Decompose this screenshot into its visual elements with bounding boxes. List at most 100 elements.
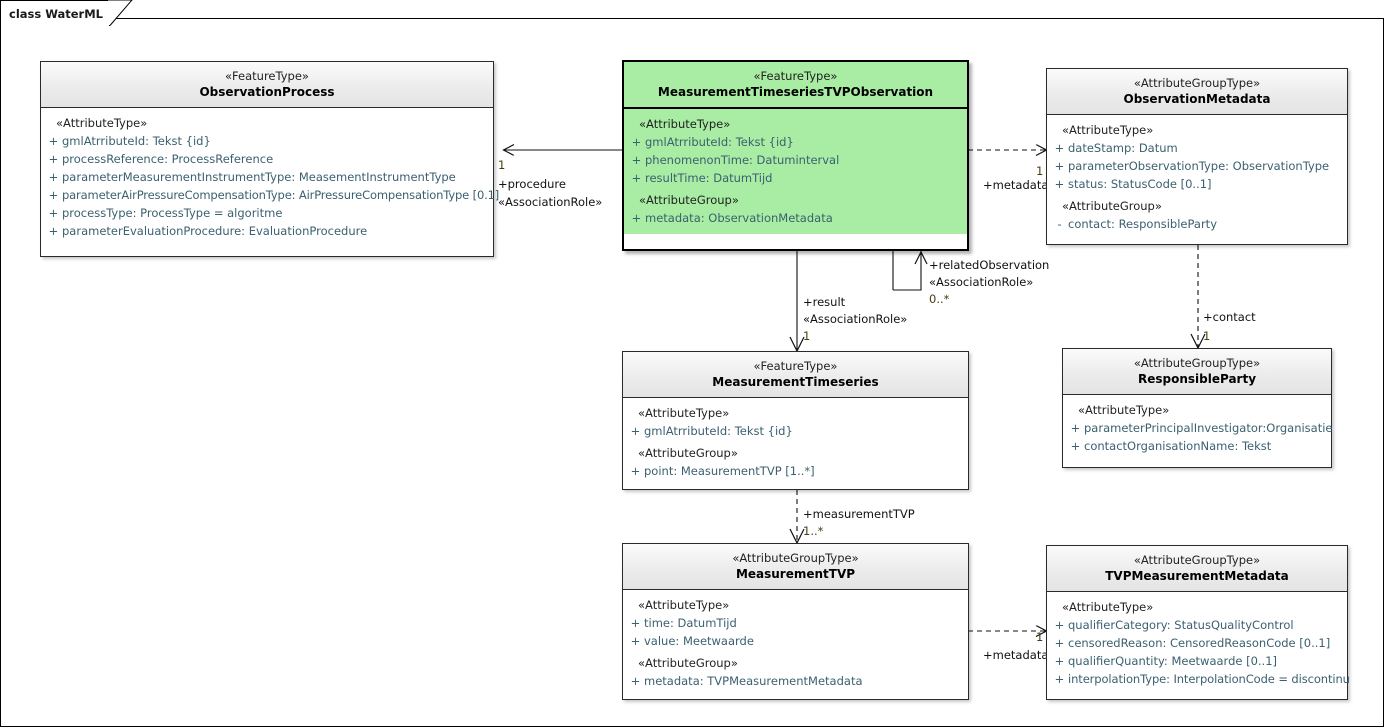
class-stereotype: «AttributeGroupType» <box>1133 76 1261 90</box>
visibility: - <box>1057 217 1062 231</box>
attribute-text: gmlAtrributeId: Tekst {id} <box>645 135 794 149</box>
visibility: + <box>1054 672 1065 686</box>
class-tvp-measurement-metadata[interactable]: «AttributeGroupType» TVPMeasurementMetad… <box>1046 545 1350 700</box>
visibility: + <box>1054 177 1065 191</box>
attribute-row: + metadata: TVPMeasurementMetadata <box>627 672 964 690</box>
attribute-row: + status: StatusCode [0..1] <box>1051 175 1343 193</box>
attribute-row: + processType: ProcessType = algoritme <box>45 204 489 222</box>
visibility: + <box>630 616 641 630</box>
connector-procedure-multiplicity: 1 <box>498 158 506 172</box>
attribute-row: + gmlAtrributeId: Tekst {id} <box>627 422 964 440</box>
attribute-text: censoredReason: CensoredReasonCode [0..1… <box>1068 636 1331 650</box>
attribute-group-label: «AttributeType» <box>638 406 730 420</box>
class-name: MeasurementTimeseries <box>712 375 879 389</box>
attribute-text: time: DatumTijd <box>644 616 737 630</box>
attribute-group-label: «AttributeType» <box>639 117 731 131</box>
attribute-group-label: «AttributeType» <box>1078 403 1170 417</box>
visibility: + <box>48 152 59 166</box>
attribute-row: + censoredReason: CensoredReasonCode [0.… <box>1051 634 1343 652</box>
attribute-text: phenomenonTime: Datuminterval <box>645 153 840 167</box>
visibility: + <box>1054 654 1065 668</box>
class-body: «AttributeType» + dateStamp: Datum + par… <box>1047 115 1347 240</box>
visibility: + <box>1070 439 1081 453</box>
class-header: «AttributeGroupType» TVPMeasurementMetad… <box>1047 546 1347 592</box>
attribute-row: + qualifierCategory: StatusQualityContro… <box>1051 616 1343 634</box>
attribute-row: + parameterMeasurementInstrumentType: Me… <box>45 168 489 186</box>
visibility: + <box>631 135 642 149</box>
class-stereotype: «AttributeGroupType» <box>732 551 859 565</box>
attribute-row: + phenomenonTime: Datuminterval <box>628 151 963 169</box>
attribute-row: + metadata: ObservationMetadata <box>628 209 963 227</box>
attribute-row: + point: MeasurementTVP [1..*] <box>627 462 964 480</box>
attribute-group-label: «AttributeType» <box>1062 123 1154 137</box>
class-measurement-timeseries[interactable]: «FeatureType» MeasurementTimeseries «Att… <box>622 351 969 490</box>
attribute-text: parameterObservationType: ObservationTyp… <box>1068 159 1330 173</box>
connector-related-observation-role: +relatedObservation <box>929 258 1050 272</box>
attribute-row: + gmlAtrributeId: Tekst {id} <box>628 133 963 151</box>
visibility: + <box>48 224 59 238</box>
class-name: ObservationMetadata <box>1123 92 1271 106</box>
connector-measurement-tvp-role: +measurementTVP <box>803 507 915 521</box>
class-measurement-tvp[interactable]: «AttributeGroupType» MeasurementTVP «Att… <box>622 543 969 700</box>
class-stereotype: «FeatureType» <box>753 69 838 83</box>
diagram-tab[interactable]: class WaterML <box>0 0 110 26</box>
class-stereotype: «AttributeGroupType» <box>1133 356 1261 370</box>
attribute-group-label: «AttributeType» <box>56 116 148 130</box>
attribute-text: status: StatusCode [0..1] <box>1068 177 1212 191</box>
visibility: + <box>1070 421 1081 435</box>
class-body: «AttributeType» + qualifierCategory: Sta… <box>1047 592 1350 695</box>
visibility: + <box>630 634 641 648</box>
attribute-text: gmlAtrributeId: Tekst {id} <box>62 134 211 148</box>
connector-measurement-tvp-multiplicity: 1..* <box>803 524 824 538</box>
connector-related-observation-stereotype: «AssociationRole» <box>929 275 1034 289</box>
class-observation-process[interactable]: «FeatureType» ObservationProcess «Attrib… <box>40 61 499 257</box>
connector-metadata-tvp-role: +metadata <box>983 648 1049 662</box>
connector-result-stereotype: «AssociationRole» <box>803 312 908 326</box>
class-header: «FeatureType» MeasurementTimeseriesTVPOb… <box>624 62 967 109</box>
attribute-group-label: «AttributeGroup» <box>638 656 738 670</box>
class-name: ObservationProcess <box>199 85 335 99</box>
attribute-text: contactOrganisationName: Tekst <box>1084 439 1272 453</box>
visibility: + <box>1054 636 1065 650</box>
attribute-text: processType: ProcessType = algoritme <box>62 206 283 220</box>
attribute-row: + processReference: ProcessReference <box>45 150 489 168</box>
visibility: + <box>1054 141 1065 155</box>
class-header: «AttributeGroupType» ResponsibleParty <box>1063 349 1331 395</box>
attribute-row: + parameterEvaluationProcedure: Evaluati… <box>45 222 489 240</box>
connector-metadata-tvp-multiplicity: 1 <box>1036 630 1044 644</box>
visibility: + <box>631 211 642 225</box>
attribute-text: parameterMeasurementInstrumentType: Meas… <box>62 170 456 184</box>
connector-contact-multiplicity: 1 <box>1203 329 1211 343</box>
attribute-row: + contactOrganisationName: Tekst <box>1067 437 1327 455</box>
class-responsible-party[interactable]: «AttributeGroupType» ResponsibleParty «A… <box>1062 348 1333 468</box>
attribute-text: dateStamp: Datum <box>1068 141 1178 155</box>
connector-contact-role: +contact <box>1203 310 1256 324</box>
class-measurement-timeseries-tvp-observation[interactable]: «FeatureType» MeasurementTimeseriesTVPOb… <box>622 60 969 251</box>
class-body: «AttributeType» + time: DatumTijd + valu… <box>623 590 968 697</box>
attribute-group-label: «AttributeGroup» <box>639 193 739 207</box>
visibility: + <box>48 134 59 148</box>
attribute-text: interpolationType: InterpolationCode = d… <box>1068 672 1350 686</box>
attribute-text: contact: ResponsibleParty <box>1068 217 1217 231</box>
connector-metadata-observation-multiplicity: 1 <box>1036 164 1044 178</box>
attribute-text: metadata: TVPMeasurementMetadata <box>644 674 863 688</box>
connector-procedure-role: +procedure <box>498 177 566 191</box>
class-header: «AttributeGroupType» ObservationMetadata <box>1047 69 1347 115</box>
connector-result-multiplicity: 1 <box>803 329 811 343</box>
class-header: «AttributeGroupType» MeasurementTVP <box>623 544 968 590</box>
class-stereotype: «AttributeGroupType» <box>1133 553 1261 567</box>
visibility: + <box>631 171 642 185</box>
class-stereotype: «FeatureType» <box>753 359 838 373</box>
attribute-group-label: «AttributeType» <box>1062 600 1154 614</box>
attribute-group-label: «AttributeGroup» <box>638 446 738 460</box>
attribute-row: + parameterPrincipalInvestigator:Organis… <box>1067 419 1333 437</box>
attribute-row: + dateStamp: Datum <box>1051 139 1343 157</box>
attribute-text: resultTime: DatumTijd <box>645 171 773 185</box>
attribute-text: parameterPrincipalInvestigator:Organisat… <box>1084 421 1333 435</box>
class-name: ResponsibleParty <box>1137 372 1257 386</box>
class-body: «AttributeType» + gmlAtrributeId: Tekst … <box>623 398 968 487</box>
diagram-frame <box>0 18 1384 727</box>
class-observation-metadata[interactable]: «AttributeGroupType» ObservationMetadata… <box>1046 68 1348 245</box>
visibility: + <box>630 424 641 438</box>
attribute-row: - contact: ResponsibleParty <box>1051 215 1343 233</box>
